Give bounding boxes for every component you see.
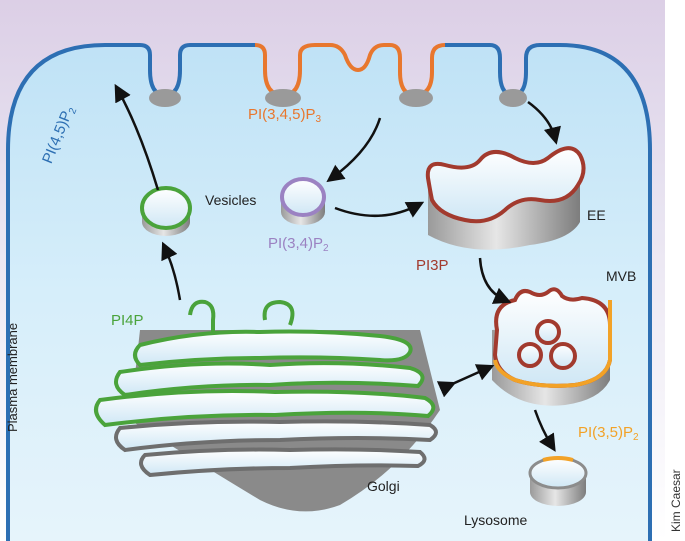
pi345p3-subscript: 3 (315, 114, 322, 125)
mvb-label: MVB (606, 268, 636, 284)
arrow-pip3-to-vesicles (326, 117, 382, 183)
pi34p2-subscript: 2 (323, 243, 329, 254)
arrow-ee-to-mvb (478, 257, 512, 304)
pi35p2-label: PI(3,5)P2 (578, 425, 639, 446)
pi345p3-text: PI(3,4,5)P (248, 106, 316, 123)
pi4p-label: PI4P (111, 313, 144, 329)
trafficking-arrows (114, 83, 561, 452)
arrow-membrane-to-ee (527, 100, 561, 145)
multivesicular-body (492, 287, 612, 406)
arrow-mvb-to-lysosome (533, 409, 556, 452)
mvb-text: MVB (606, 268, 637, 284)
lysosome-text: Lysosome (464, 512, 528, 528)
plasma-membrane-text: Plasma membrane (5, 322, 20, 432)
pi345p3-label: PI(3,4,5)P3 (248, 107, 321, 128)
pi4p-text: PI4P (111, 312, 144, 329)
pi35p2-text: PI(3,5)P (578, 424, 634, 441)
ee-text: EE (587, 207, 606, 223)
vesicles-label: Vesicles (205, 192, 256, 208)
pi3p-text: PI3P (416, 257, 449, 274)
vesicles-text: Vesicles (205, 192, 257, 208)
arrow-vesicle-to-membrane (114, 83, 160, 191)
golgi-label: Golgi (367, 478, 400, 494)
plasma-membrane-blue-right (445, 43, 652, 541)
pi35p2-subscript: 2 (633, 432, 639, 443)
plasma-membrane-blue-left (6, 43, 255, 541)
lysosome (528, 456, 588, 506)
credit-text: Kim Caesar (669, 469, 683, 532)
pi34p2-label: PI(3,4)P2 (268, 236, 329, 257)
ee-label: EE (587, 207, 606, 223)
golgi-text: Golgi (367, 478, 400, 494)
arrow-vesicles-to-ee (334, 201, 425, 218)
arrow-golgi-to-vesicle (161, 241, 182, 301)
pi34p2-vesicle (280, 177, 326, 225)
pi34p2-text: PI(3,4)P (268, 235, 324, 252)
endocytic-pits (149, 89, 527, 107)
arrow-mvb-golgi-bidirectional (436, 364, 495, 398)
lysosome-label: Lysosome (464, 512, 527, 528)
pi4p-vesicle (140, 186, 192, 236)
pi3p-label: PI3P (416, 258, 449, 274)
golgi-apparatus (94, 299, 440, 512)
plasma-membrane-label: Plasma membrane (5, 323, 21, 432)
early-endosome (425, 146, 586, 250)
credit-label: Kim Caesar (668, 469, 684, 532)
